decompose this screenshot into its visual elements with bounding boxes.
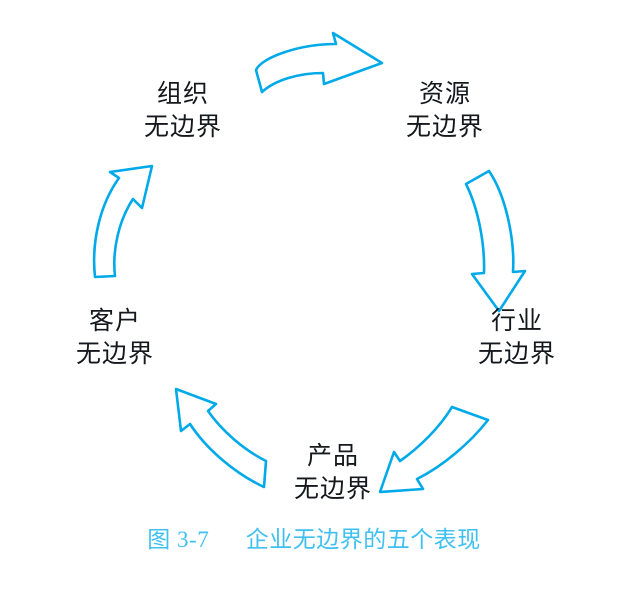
figure-caption-title: 企业无边界的五个表现 [245,527,481,552]
node-label-industry: 行业 无边界 [442,305,592,371]
figure-caption-number: 图 3-7 [147,527,210,552]
node-label-resource-line1: 资源 [418,81,471,108]
arrow-organization-to-resource [254,31,384,94]
node-label-organization-line1: 组织 [156,81,209,108]
node-label-resource: 资源 无边界 [370,78,520,144]
node-label-product: 产品 无边界 [258,440,408,506]
node-label-product-line2: 无边界 [293,476,372,503]
node-label-customer-line1: 客户 [88,308,141,335]
arrow-product-to-customer [174,387,268,489]
node-label-customer: 客户 无边界 [40,305,190,371]
arrow-customer-to-organization [92,164,154,279]
node-label-industry-line1: 行业 [490,308,543,335]
node-label-resource-line2: 无边界 [405,114,484,141]
node-label-organization: 组织 无边界 [108,78,258,144]
node-label-industry-line2: 无边界 [477,341,556,368]
arrow-industry-to-product [378,405,490,494]
arrow-resource-to-industry [464,169,527,313]
figure-caption: 图 3-7 企业无边界的五个表现 [0,520,628,554]
node-label-product-line1: 产品 [306,443,359,470]
node-label-organization-line2: 无边界 [143,114,222,141]
node-label-customer-line2: 无边界 [75,341,154,368]
